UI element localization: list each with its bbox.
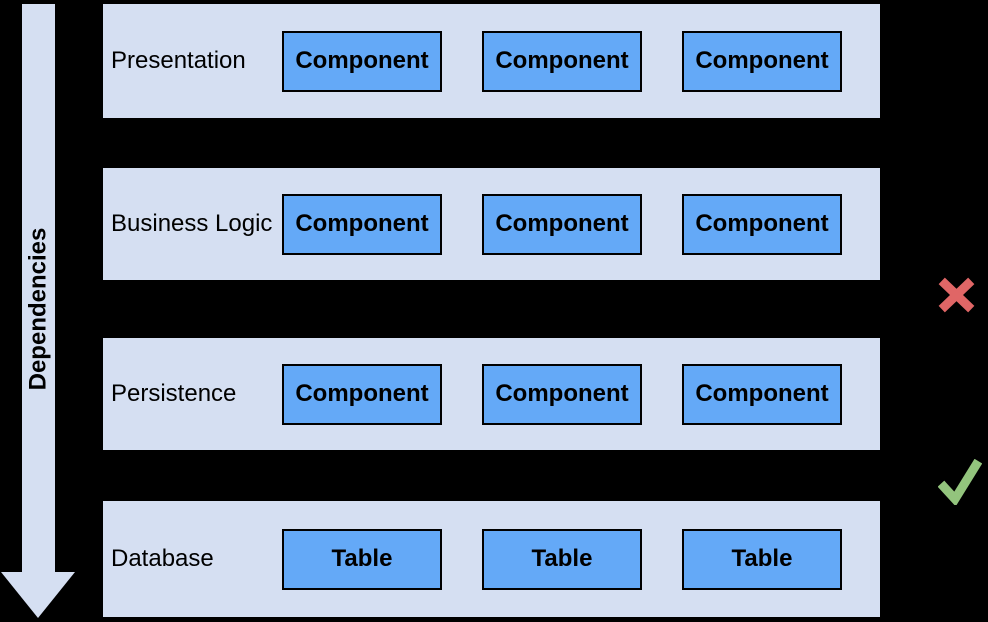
dependencies-arrow-shaft: Dependencies <box>22 4 55 572</box>
layer-database: Database Table Table Table <box>103 501 880 617</box>
layer-label: Persistence <box>111 379 237 407</box>
layer-business-logic: Business Logic Component Component Compo… <box>103 168 880 280</box>
component-box: Component <box>482 363 642 425</box>
check-icon-stroke <box>937 458 983 507</box>
layer-boxes: Component Component Component <box>282 193 842 255</box>
cross-icon-strokes <box>938 277 975 313</box>
layer-boxes: Component Component Component <box>282 30 842 92</box>
component-box: Component <box>682 193 842 255</box>
layer-presentation: Presentation Component Component Compone… <box>103 4 880 118</box>
dependencies-arrow-label: Dependencies <box>24 227 52 391</box>
table-box: Table <box>482 528 642 590</box>
layer-label: Business Logic <box>111 209 273 237</box>
layer-boxes: Component Component Component <box>282 363 842 425</box>
layer-persistence: Persistence Component Component Componen… <box>103 338 880 450</box>
component-box: Component <box>682 363 842 425</box>
component-box: Component <box>282 363 442 425</box>
layer-label: Presentation <box>111 46 246 74</box>
cross-icon <box>938 277 975 318</box>
table-box: Table <box>682 528 842 590</box>
component-box: Component <box>682 30 842 92</box>
dependencies-arrowhead-icon <box>1 572 75 618</box>
table-box: Table <box>282 528 442 590</box>
component-box: Component <box>282 30 442 92</box>
component-box: Component <box>482 30 642 92</box>
component-box: Component <box>482 193 642 255</box>
check-icon <box>937 458 983 510</box>
component-box: Component <box>282 193 442 255</box>
layer-boxes: Table Table Table <box>282 528 842 590</box>
layer-label: Database <box>111 544 214 572</box>
